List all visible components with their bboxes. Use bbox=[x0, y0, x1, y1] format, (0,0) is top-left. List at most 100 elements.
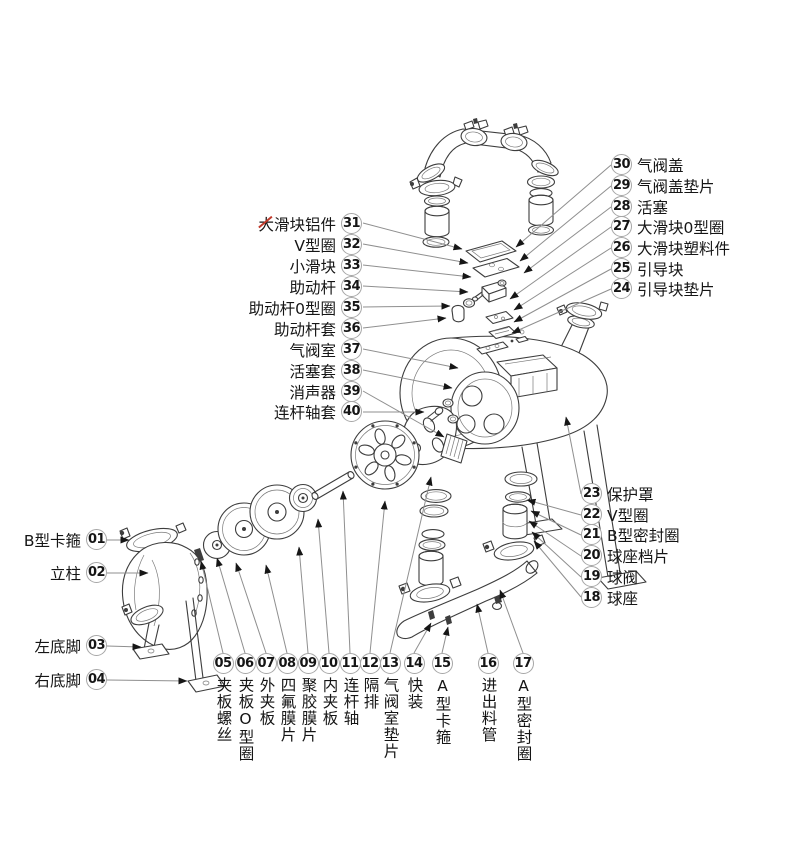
part-name-label: B型卡箍 bbox=[23, 531, 81, 550]
pipe-clamp-right bbox=[500, 123, 529, 152]
part-name-label: 夹板螺丝 bbox=[214, 677, 233, 743]
part-number-badge: 11 bbox=[339, 653, 361, 674]
part-number-badge: 34 bbox=[341, 276, 362, 297]
part-name-label: 助动杆套 bbox=[273, 320, 336, 339]
flange-disc bbox=[350, 420, 420, 490]
part-name-label: 右底脚 bbox=[34, 671, 81, 690]
part-number-badge: 19 bbox=[581, 566, 602, 587]
part-number-badge: 17 bbox=[512, 653, 534, 674]
part-name-label: 活塞套 bbox=[289, 362, 336, 381]
part-name-label: 活塞 bbox=[637, 198, 669, 217]
diaphragm-stack bbox=[194, 471, 355, 562]
part-name-label: 四氟膜片 bbox=[278, 677, 297, 743]
bottom-manifold-assembly bbox=[396, 471, 546, 640]
right-valve-stack bbox=[526, 175, 556, 236]
part-number-badge: 38 bbox=[341, 360, 362, 381]
part-number-badge: 35 bbox=[341, 297, 362, 318]
part-number-badge: 03 bbox=[86, 635, 107, 656]
part-number-badge: 28 bbox=[611, 196, 632, 217]
left-valve-stack bbox=[409, 176, 463, 248]
part-number-badge: 36 bbox=[341, 318, 362, 339]
part-number-badge: 13 bbox=[379, 653, 401, 674]
part-number-badge: 22 bbox=[581, 504, 602, 525]
part-number-badge: 01 bbox=[86, 529, 107, 550]
part-number-badge: 04 bbox=[86, 669, 107, 690]
right-foot bbox=[185, 597, 226, 693]
part-row-38: 活塞套 38 bbox=[289, 360, 362, 381]
part-number-badge: 18 bbox=[581, 587, 602, 608]
part-name-label: 夹板O型圈 bbox=[236, 677, 255, 762]
part-number-badge: 14 bbox=[403, 653, 425, 674]
part-name-label: 球座 bbox=[607, 589, 639, 608]
part-name-label: 消声器 bbox=[289, 383, 336, 402]
part-number-badge: 20 bbox=[581, 545, 602, 566]
top-manifold-assembly bbox=[409, 118, 559, 248]
part-row-01: B型卡箍 01 bbox=[24, 529, 107, 550]
part-row-16: 16 进出料管 bbox=[477, 653, 499, 743]
spout-clamp bbox=[556, 301, 609, 320]
part-number-badge: 27 bbox=[611, 216, 632, 237]
part-name-label: 助动杆0型圈 bbox=[248, 299, 336, 318]
left-chamber-assembly bbox=[119, 522, 226, 693]
part-number-badge: 12 bbox=[359, 653, 381, 674]
part-row-20: 20 球座档片 bbox=[581, 545, 669, 566]
part-number-badge: 02 bbox=[86, 562, 107, 583]
part-number-badge: 26 bbox=[611, 237, 632, 258]
part-name-label: 助动杆 bbox=[289, 278, 336, 297]
part-row-37: 气阀室 37 bbox=[289, 339, 362, 360]
leader-lines bbox=[106, 164, 612, 685]
part-row-23: 23 保护罩 bbox=[581, 483, 654, 504]
part-number-badge: 15 bbox=[431, 653, 453, 674]
part-number-badge: 16 bbox=[477, 653, 499, 674]
part-row-39: 消声器 39 bbox=[289, 381, 362, 402]
part-number-badge: 37 bbox=[341, 339, 362, 360]
part-name-label: 气阀盖 bbox=[637, 156, 684, 175]
part-name-label: 大滑块铝件 bbox=[258, 215, 336, 234]
part-number-badge: 30 bbox=[611, 154, 632, 175]
part-number-badge: 33 bbox=[341, 255, 362, 276]
part-name-label: A型密封圈 bbox=[514, 677, 533, 762]
part-number-badge: 06 bbox=[234, 653, 256, 674]
valve-parts-chain bbox=[451, 240, 529, 355]
part-name-label: 引导块 bbox=[637, 260, 684, 279]
part-row-08: 08 四氟膜片 bbox=[276, 653, 298, 743]
part-name-label: V型圈 bbox=[294, 236, 336, 255]
part-name-label: 连杆轴 bbox=[341, 677, 360, 727]
part-number-badge: 25 bbox=[611, 258, 632, 279]
part-row-36: 助动杆套 36 bbox=[274, 318, 362, 339]
part-row-30: 30 气阀盖 bbox=[611, 154, 684, 175]
part-name-label: 气阀室 bbox=[289, 341, 336, 360]
part-number-badge: 23 bbox=[581, 483, 602, 504]
part-name-label: 小滑块 bbox=[289, 257, 336, 276]
part-name-label: 球座档片 bbox=[607, 547, 670, 566]
part-name-label: 保护罩 bbox=[607, 485, 654, 504]
part-number-badge: 08 bbox=[276, 653, 298, 674]
part-row-11: 11 连杆轴 bbox=[339, 653, 361, 727]
part-number-badge: 31 bbox=[341, 213, 362, 234]
air-motor-block bbox=[450, 354, 558, 445]
part-name-label: 进出料管 bbox=[479, 677, 498, 743]
part-number-badge: 07 bbox=[255, 653, 277, 674]
part-row-33: 小滑块 33 bbox=[289, 255, 362, 276]
part-number-badge: 32 bbox=[341, 234, 362, 255]
part-number-badge: 29 bbox=[611, 175, 632, 196]
part-number-badge: 39 bbox=[341, 381, 362, 402]
part-row-25: 25 引导块 bbox=[611, 258, 684, 279]
